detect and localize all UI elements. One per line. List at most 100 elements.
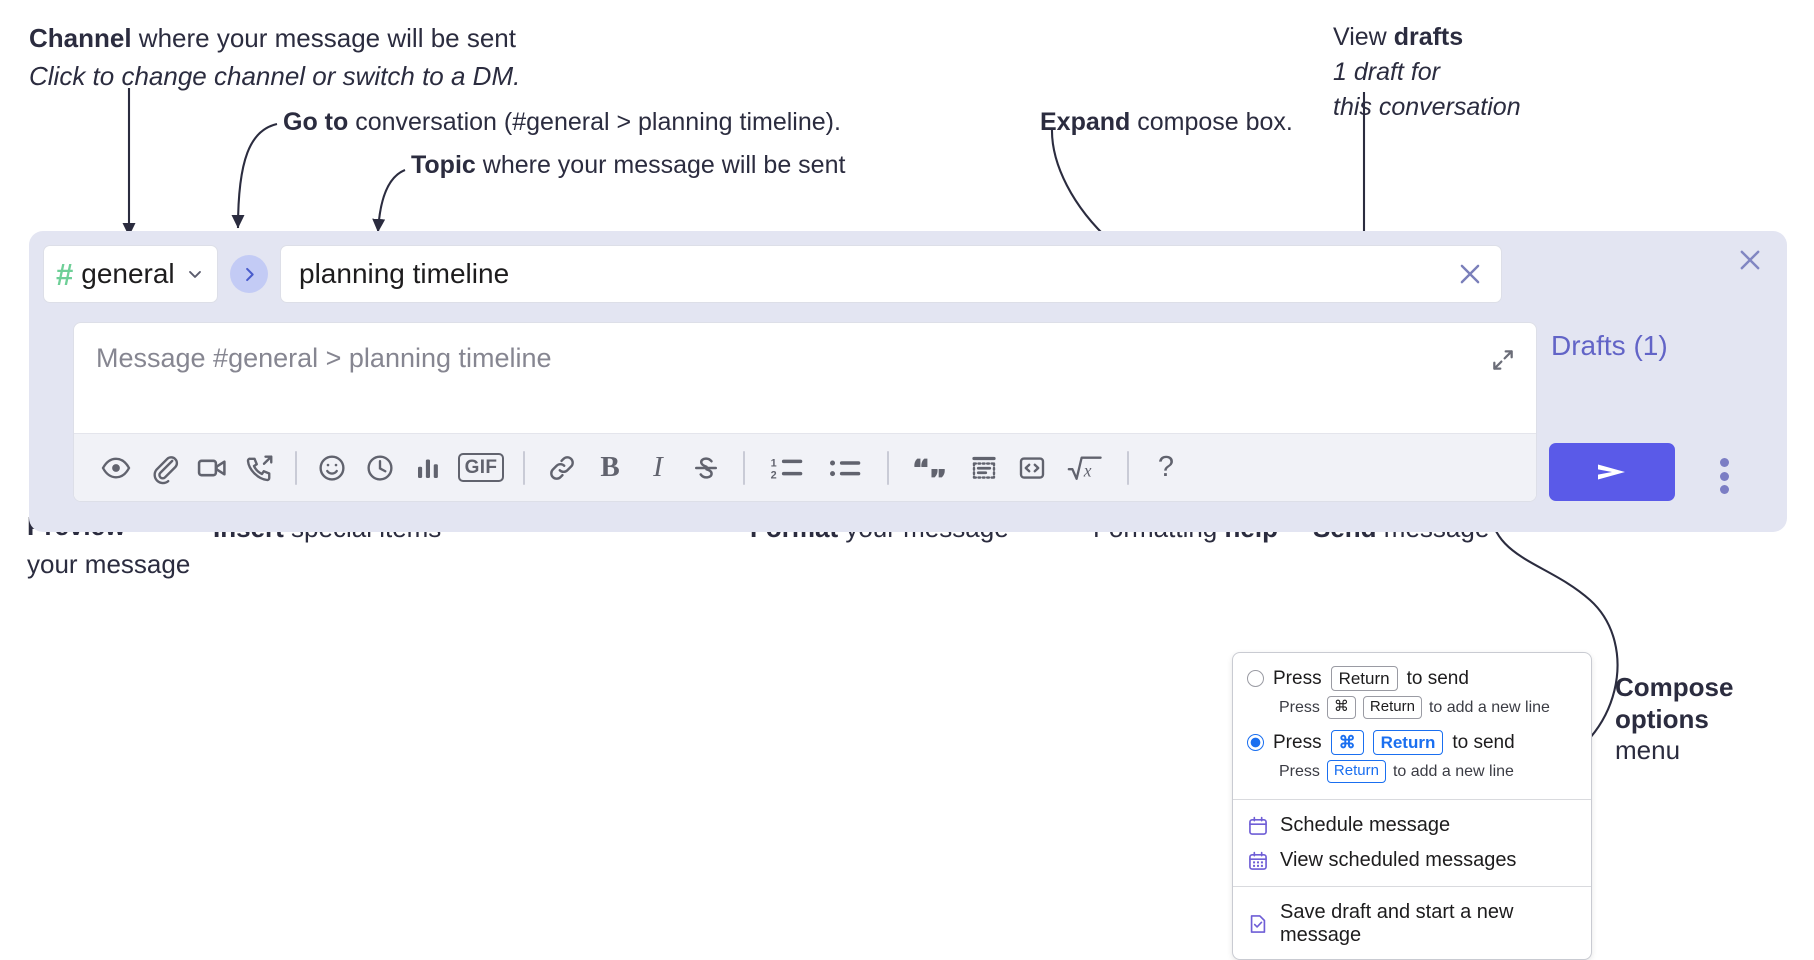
blockquote-icon[interactable] bbox=[902, 444, 960, 492]
document-check-icon bbox=[1247, 913, 1269, 935]
send-arrow-icon bbox=[1592, 457, 1632, 487]
channel-selector[interactable]: # general bbox=[43, 245, 218, 303]
drafts-link[interactable]: Drafts (1) bbox=[1551, 330, 1668, 361]
menu-option-1-post: to send bbox=[1406, 667, 1469, 689]
gif-icon[interactable]: GIF bbox=[452, 444, 510, 492]
annotation-compose-options-line1: Compose bbox=[1615, 672, 1734, 702]
formatting-toolbar: GIF B I 1 2 bbox=[74, 433, 1536, 501]
bulleted-list-icon[interactable] bbox=[816, 444, 874, 492]
send-button[interactable] bbox=[1549, 443, 1675, 501]
menu-item-view-scheduled-messages[interactable]: View scheduled messages bbox=[1233, 843, 1591, 878]
key-return: Return bbox=[1326, 760, 1386, 783]
menu-option-2-sub-pre: Press bbox=[1279, 762, 1320, 780]
hash-icon: # bbox=[56, 256, 74, 292]
calendar-icon bbox=[1247, 815, 1269, 837]
menu-item-label: Schedule message bbox=[1280, 814, 1451, 836]
menu-item-label: Save draft and start a new message bbox=[1280, 901, 1514, 946]
annotation-preview-line2: your message bbox=[27, 549, 191, 580]
bar-chart-icon[interactable] bbox=[404, 444, 452, 492]
preview-icon[interactable] bbox=[92, 444, 140, 492]
key-return: Return bbox=[1362, 696, 1422, 719]
message-placeholder: Message #general > planning timeline bbox=[96, 343, 552, 373]
annotation-goto: Go to conversation (#general > planning … bbox=[283, 107, 841, 138]
annotation-compose-options-line3: menu bbox=[1615, 735, 1681, 766]
menu-item-schedule-message[interactable]: Schedule message bbox=[1233, 808, 1591, 843]
expand-diagonal-icon[interactable] bbox=[1486, 343, 1520, 377]
menu-divider bbox=[1233, 886, 1591, 887]
channel-name: general bbox=[81, 258, 175, 289]
clock-icon[interactable] bbox=[356, 444, 404, 492]
annotation-expand: Expand compose box. bbox=[1040, 107, 1293, 138]
close-icon[interactable] bbox=[1735, 245, 1765, 275]
annotation-drafts-italic-1: 1 draft for bbox=[1333, 58, 1440, 86]
annotation-channel-italic: Click to change channel or switch to a D… bbox=[29, 61, 521, 92]
annotation-drafts-bold: drafts bbox=[1393, 23, 1464, 51]
radio-selected[interactable] bbox=[1247, 734, 1264, 752]
chevron-down-icon bbox=[185, 264, 205, 284]
italic-icon[interactable]: I bbox=[634, 444, 682, 492]
annotation-topic-bold: Topic bbox=[411, 151, 476, 179]
strikethrough-icon[interactable] bbox=[682, 444, 730, 492]
compose-panel: # general planning timeline Message #gen… bbox=[29, 231, 1787, 532]
help-label: ? bbox=[1157, 451, 1175, 483]
phone-forward-icon[interactable] bbox=[236, 444, 284, 492]
annotation-drafts: View drafts 1 draft for this conversatio… bbox=[1333, 22, 1521, 123]
annotation-channel-rest: where your message will be sent bbox=[131, 23, 516, 53]
menu-option-1-pre: Press bbox=[1273, 667, 1322, 689]
svg-text:x: x bbox=[1083, 460, 1092, 480]
toolbar-divider bbox=[523, 450, 525, 485]
annotation-drafts-normal: View bbox=[1333, 23, 1394, 51]
menu-item-save-draft[interactable]: Save draft and start a new message bbox=[1233, 895, 1591, 957]
svg-text:2: 2 bbox=[771, 469, 777, 481]
topic-value: planning timeline bbox=[299, 258, 510, 289]
menu-option-cmd-return-to-send[interactable]: Press ⌘ Return to send bbox=[1233, 727, 1591, 758]
math-icon[interactable]: x bbox=[1056, 444, 1114, 492]
annotation-channel: Channel where your message will be sent … bbox=[29, 22, 520, 92]
close-icon[interactable] bbox=[1453, 257, 1487, 291]
annotation-goto-rest: conversation (#general > planning timeli… bbox=[348, 108, 841, 136]
annotation-channel-bold: Channel bbox=[29, 23, 132, 53]
attachment-icon[interactable] bbox=[140, 444, 188, 492]
go-to-conversation-button[interactable] bbox=[230, 255, 268, 293]
menu-option-1-sub-post: to add a new line bbox=[1428, 698, 1550, 716]
compose-header-row: # general planning timeline bbox=[43, 245, 1502, 303]
menu-option-2-hint: Press Return to add a new line bbox=[1233, 758, 1591, 791]
toolbar-divider bbox=[743, 450, 745, 485]
code-block-icon[interactable] bbox=[960, 444, 1008, 492]
bold-label: B bbox=[600, 451, 620, 483]
italic-label: I bbox=[653, 451, 663, 483]
toolbar-divider bbox=[1127, 450, 1129, 485]
calendar-grid-icon bbox=[1247, 850, 1269, 872]
radio-unselected[interactable] bbox=[1247, 670, 1264, 688]
menu-option-1-sub-pre: Press bbox=[1279, 698, 1320, 716]
emoji-icon[interactable] bbox=[308, 444, 356, 492]
annotation-drafts-italic-2: this conversation bbox=[1333, 93, 1521, 121]
topic-input[interactable]: planning timeline bbox=[280, 245, 1502, 303]
key-return: Return bbox=[1330, 666, 1398, 692]
key-command: ⌘ bbox=[1326, 696, 1356, 719]
ordered-list-icon[interactable]: 1 2 bbox=[758, 444, 816, 492]
annotation-compose-options-line2: options bbox=[1615, 703, 1709, 734]
kebab-menu-icon[interactable] bbox=[1707, 455, 1741, 497]
annotation-expand-rest: compose box. bbox=[1130, 108, 1293, 136]
key-return: Return bbox=[1372, 730, 1444, 756]
annotation-compose-options: Compose options menu bbox=[1615, 672, 1733, 767]
menu-divider bbox=[1233, 799, 1591, 800]
message-input-box[interactable]: Message #general > planning timeline bbox=[73, 322, 1537, 502]
link-icon[interactable] bbox=[538, 444, 586, 492]
bold-icon[interactable]: B bbox=[586, 444, 634, 492]
gif-label: GIF bbox=[457, 452, 505, 483]
annotation-goto-bold: Go to bbox=[283, 108, 349, 136]
compose-options-menu: Press Return to send Press ⌘ Return to a… bbox=[1232, 652, 1592, 960]
svg-text:1: 1 bbox=[771, 457, 777, 469]
toolbar-divider bbox=[887, 450, 889, 485]
key-command: ⌘ bbox=[1330, 730, 1364, 756]
menu-option-2-post: to send bbox=[1452, 731, 1515, 753]
help-icon[interactable]: ? bbox=[1142, 444, 1190, 492]
menu-option-return-to-send[interactable]: Press Return to send bbox=[1233, 663, 1591, 694]
code-icon[interactable] bbox=[1008, 444, 1056, 492]
chevron-right-icon bbox=[240, 265, 259, 284]
toolbar-divider bbox=[295, 450, 297, 485]
annotation-topic-rest: where your message will be sent bbox=[475, 151, 846, 179]
video-camera-icon[interactable] bbox=[188, 444, 236, 492]
